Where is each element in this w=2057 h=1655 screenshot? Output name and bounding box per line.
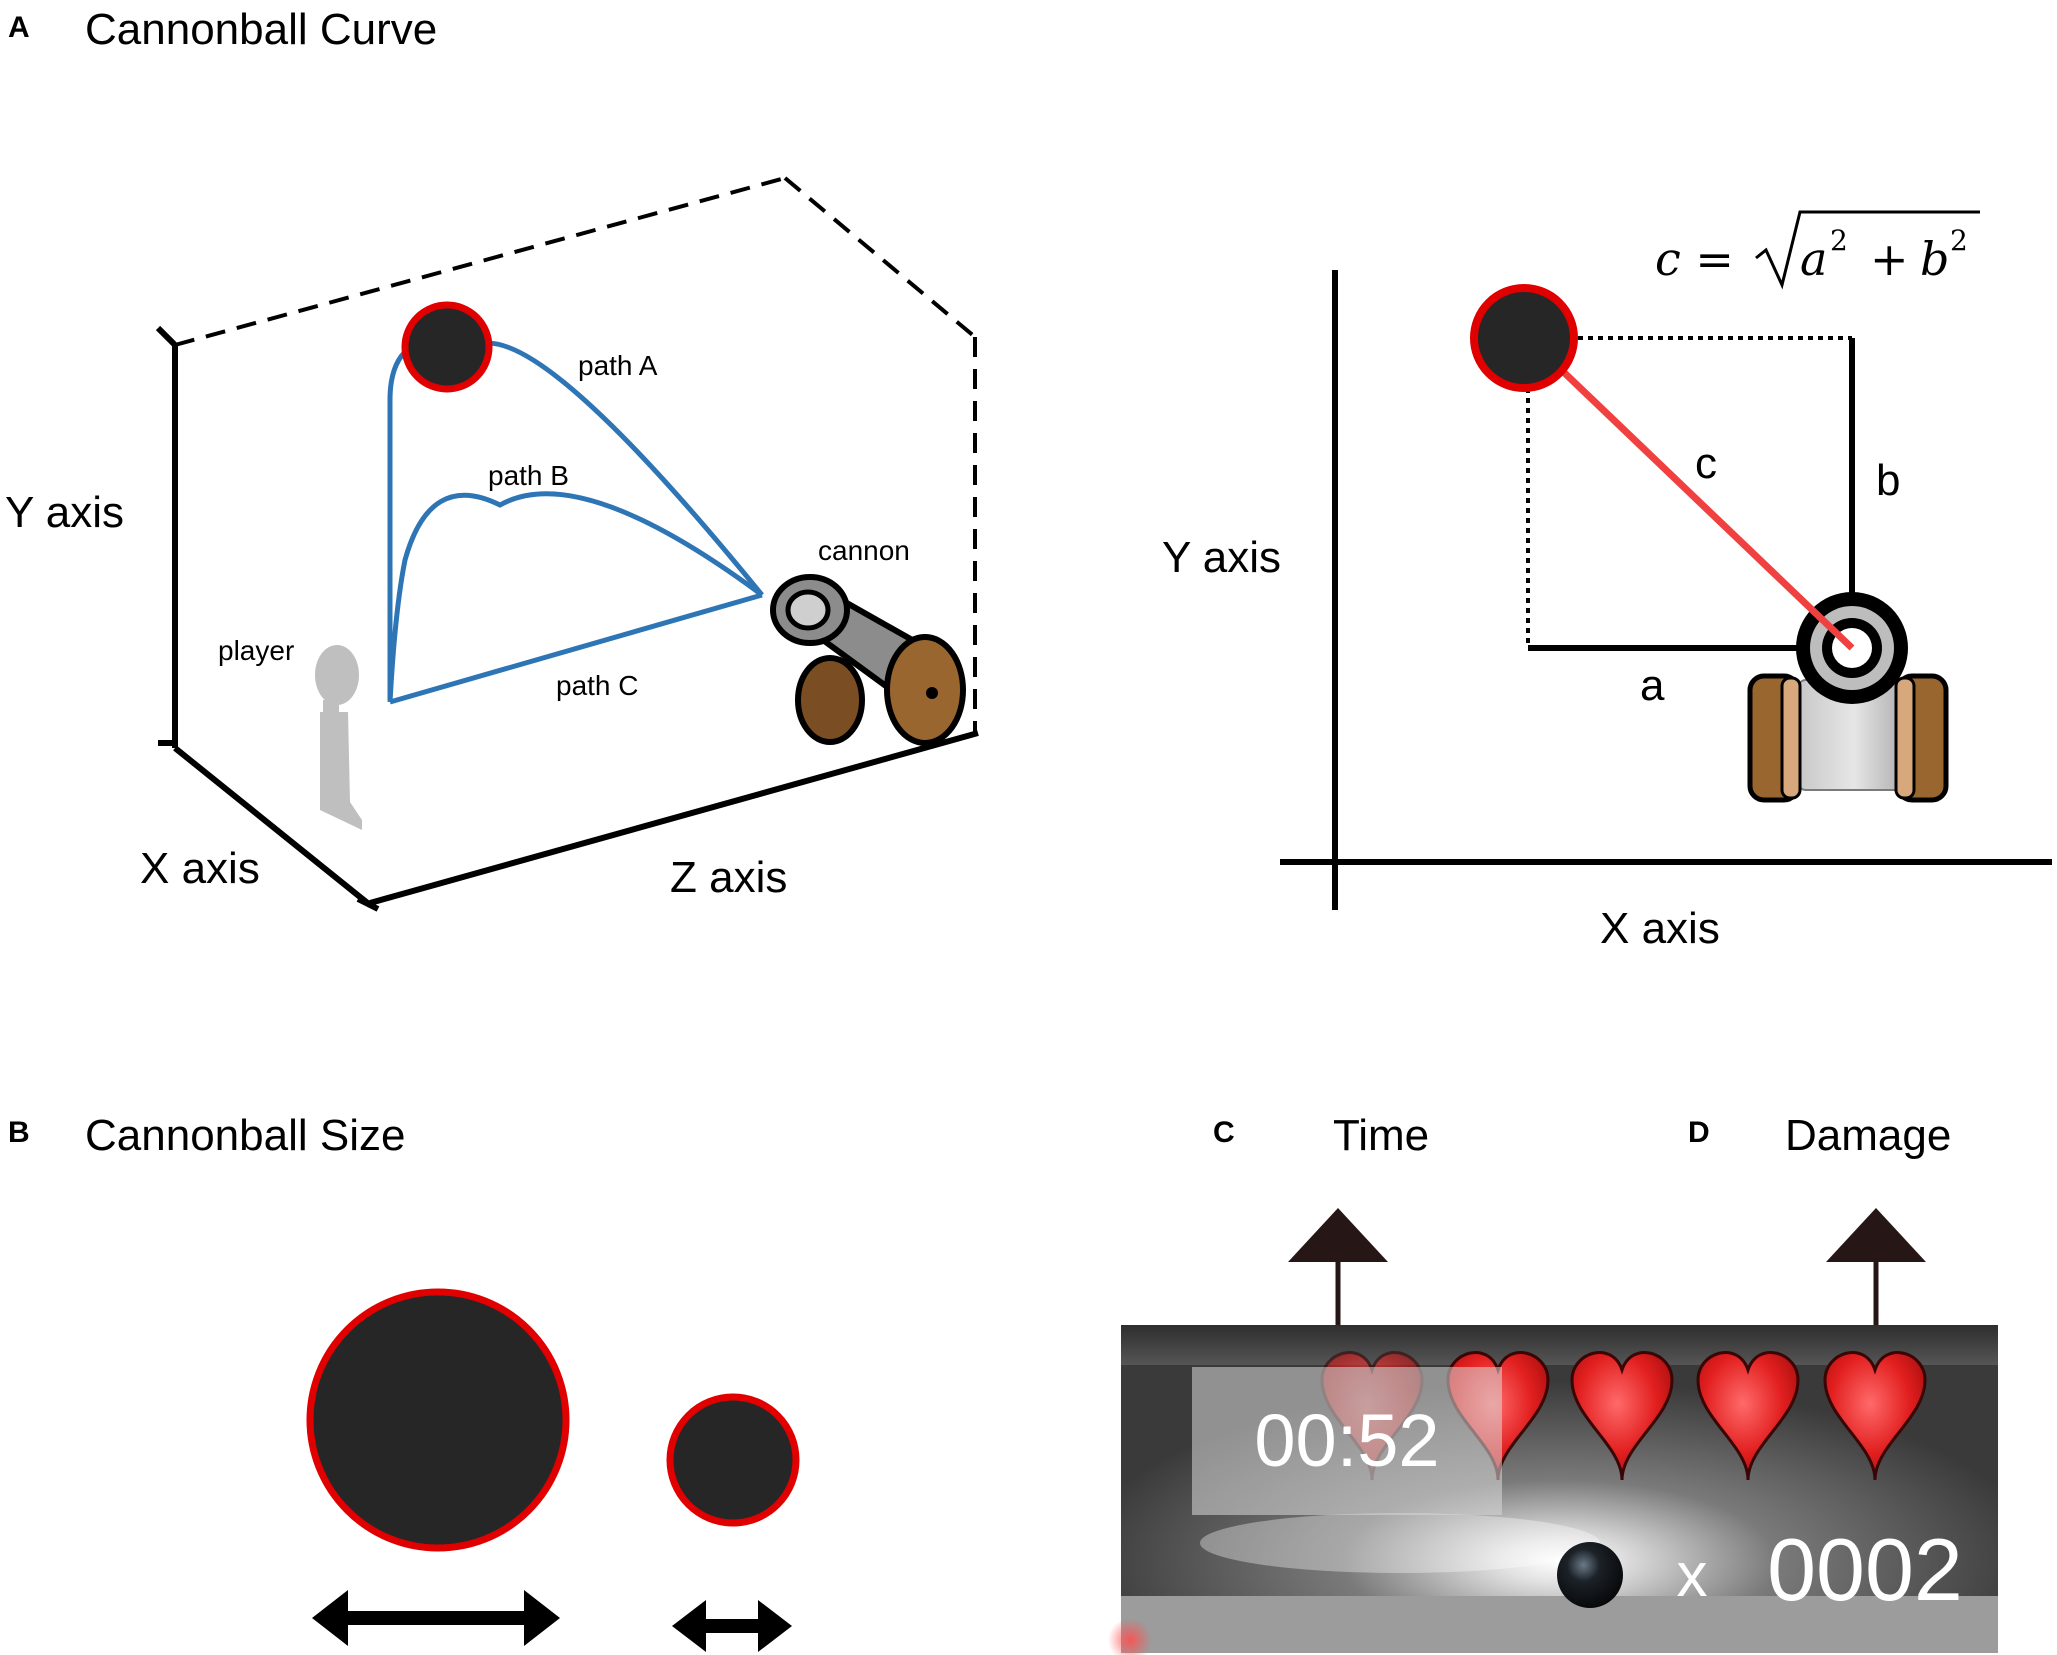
side-c-label: c [1695,439,1717,488]
y-axis-label-2d: Y axis [1162,533,1281,582]
cannon-front-icon [1747,592,1949,803]
box-top-right-edge [783,176,977,339]
panel-d-letter: D [1688,1116,1710,1149]
cannonball-distance-2d-diagram: Y axis X axis a b c c = a [1162,210,2052,953]
x-axis-line [173,745,372,908]
side-b-label: b [1876,456,1900,505]
panel-a-title: Cannonball Curve [85,5,437,54]
small-cannonball [666,1393,800,1527]
panel-b-title: Cannonball Size [85,1111,405,1160]
y-axis-cap [155,325,178,348]
x-axis-label-2d: X axis [1600,904,1720,953]
x-axis-cap [356,896,380,912]
formula-a-exponent: 2 [1830,224,1848,257]
cannon-label: cannon [818,535,910,566]
large-cannonball [306,1288,570,1552]
path-b-curve [387,491,764,703]
path-c-line [389,592,763,705]
hud-light-glow [1200,1513,1600,1573]
heart-icon [1823,1351,1927,1481]
heart-icon [1696,1351,1800,1481]
path-a-curve [387,336,764,700]
side-a-label: a [1640,661,1665,710]
sqrt-sign [1755,210,1980,290]
y-axis-label: Y axis [5,488,124,537]
formula-plus: + [1870,232,1909,286]
cannonball-top [401,301,493,393]
path-b-label: path B [488,460,569,491]
z-axis-label: Z axis [670,853,787,902]
panel-b-letter: B [8,1116,30,1149]
box-top-back-edge [174,176,786,347]
cannon-3d-icon [770,574,966,746]
hypotenuse-c-line [1525,335,1855,651]
count-multiplier: x [1677,1541,1708,1610]
panel-c-title: Time [1333,1111,1429,1160]
heart-icon [1570,1351,1674,1481]
path-a-label: path A [578,350,658,381]
hud-corner-glow [1108,1618,1152,1655]
z-axis-line [369,730,979,906]
x-axis-label: X axis [140,844,260,893]
player-silhouette [315,645,362,830]
formula-b-exponent: 2 [1950,224,1968,257]
cannonball-curve-3d-diagram: Y axis X axis Z axis path A path B path … [5,176,979,912]
player-label: player [218,635,294,666]
cannonball-counter-icon [1557,1542,1623,1608]
panel-c-letter: C [1213,1116,1235,1149]
cannonball-2d [1470,284,1578,392]
cannonball-count: 0002 [1767,1520,1963,1619]
hud-floor [1121,1596,1998,1653]
formula-lhs: c = [1655,232,1734,286]
panel-a-letter: A [8,11,30,44]
timer-text: 00:52 [1254,1399,1439,1482]
pythagorean-formula: c = a 2 + b 2 [1655,210,1980,290]
formula-b: b [1920,232,1949,286]
path-c-label: path C [556,670,639,701]
timer-box [1192,1367,1502,1515]
formula-a: a [1800,232,1827,286]
small-size-arrow [672,1600,792,1652]
game-hud-screenshot: 00:52 x 0002 [1108,1325,1998,1655]
large-size-arrow [312,1590,560,1646]
panel-d-title: Damage [1785,1111,1951,1160]
